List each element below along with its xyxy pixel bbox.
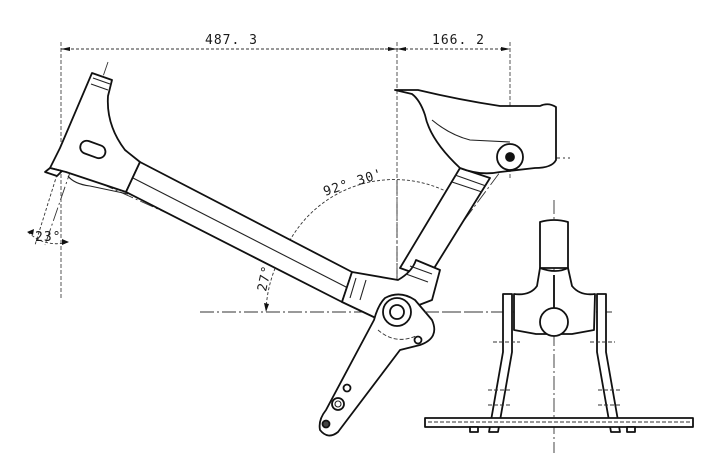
angle-label-23: 23° <box>35 230 61 245</box>
center-lines <box>44 61 570 330</box>
lever-arm <box>318 293 436 437</box>
seat <box>394 89 557 175</box>
front-view-stand <box>424 200 694 453</box>
main-tube <box>125 161 353 303</box>
angle-label-92-30: 92° 30' <box>322 166 385 199</box>
angle-label-27: 27° <box>255 264 275 293</box>
dimension-label-487: 487. 3 <box>205 33 258 48</box>
seat-post <box>399 167 491 279</box>
head-lug <box>44 72 141 195</box>
dimension-label-166: 166. 2 <box>432 33 485 48</box>
